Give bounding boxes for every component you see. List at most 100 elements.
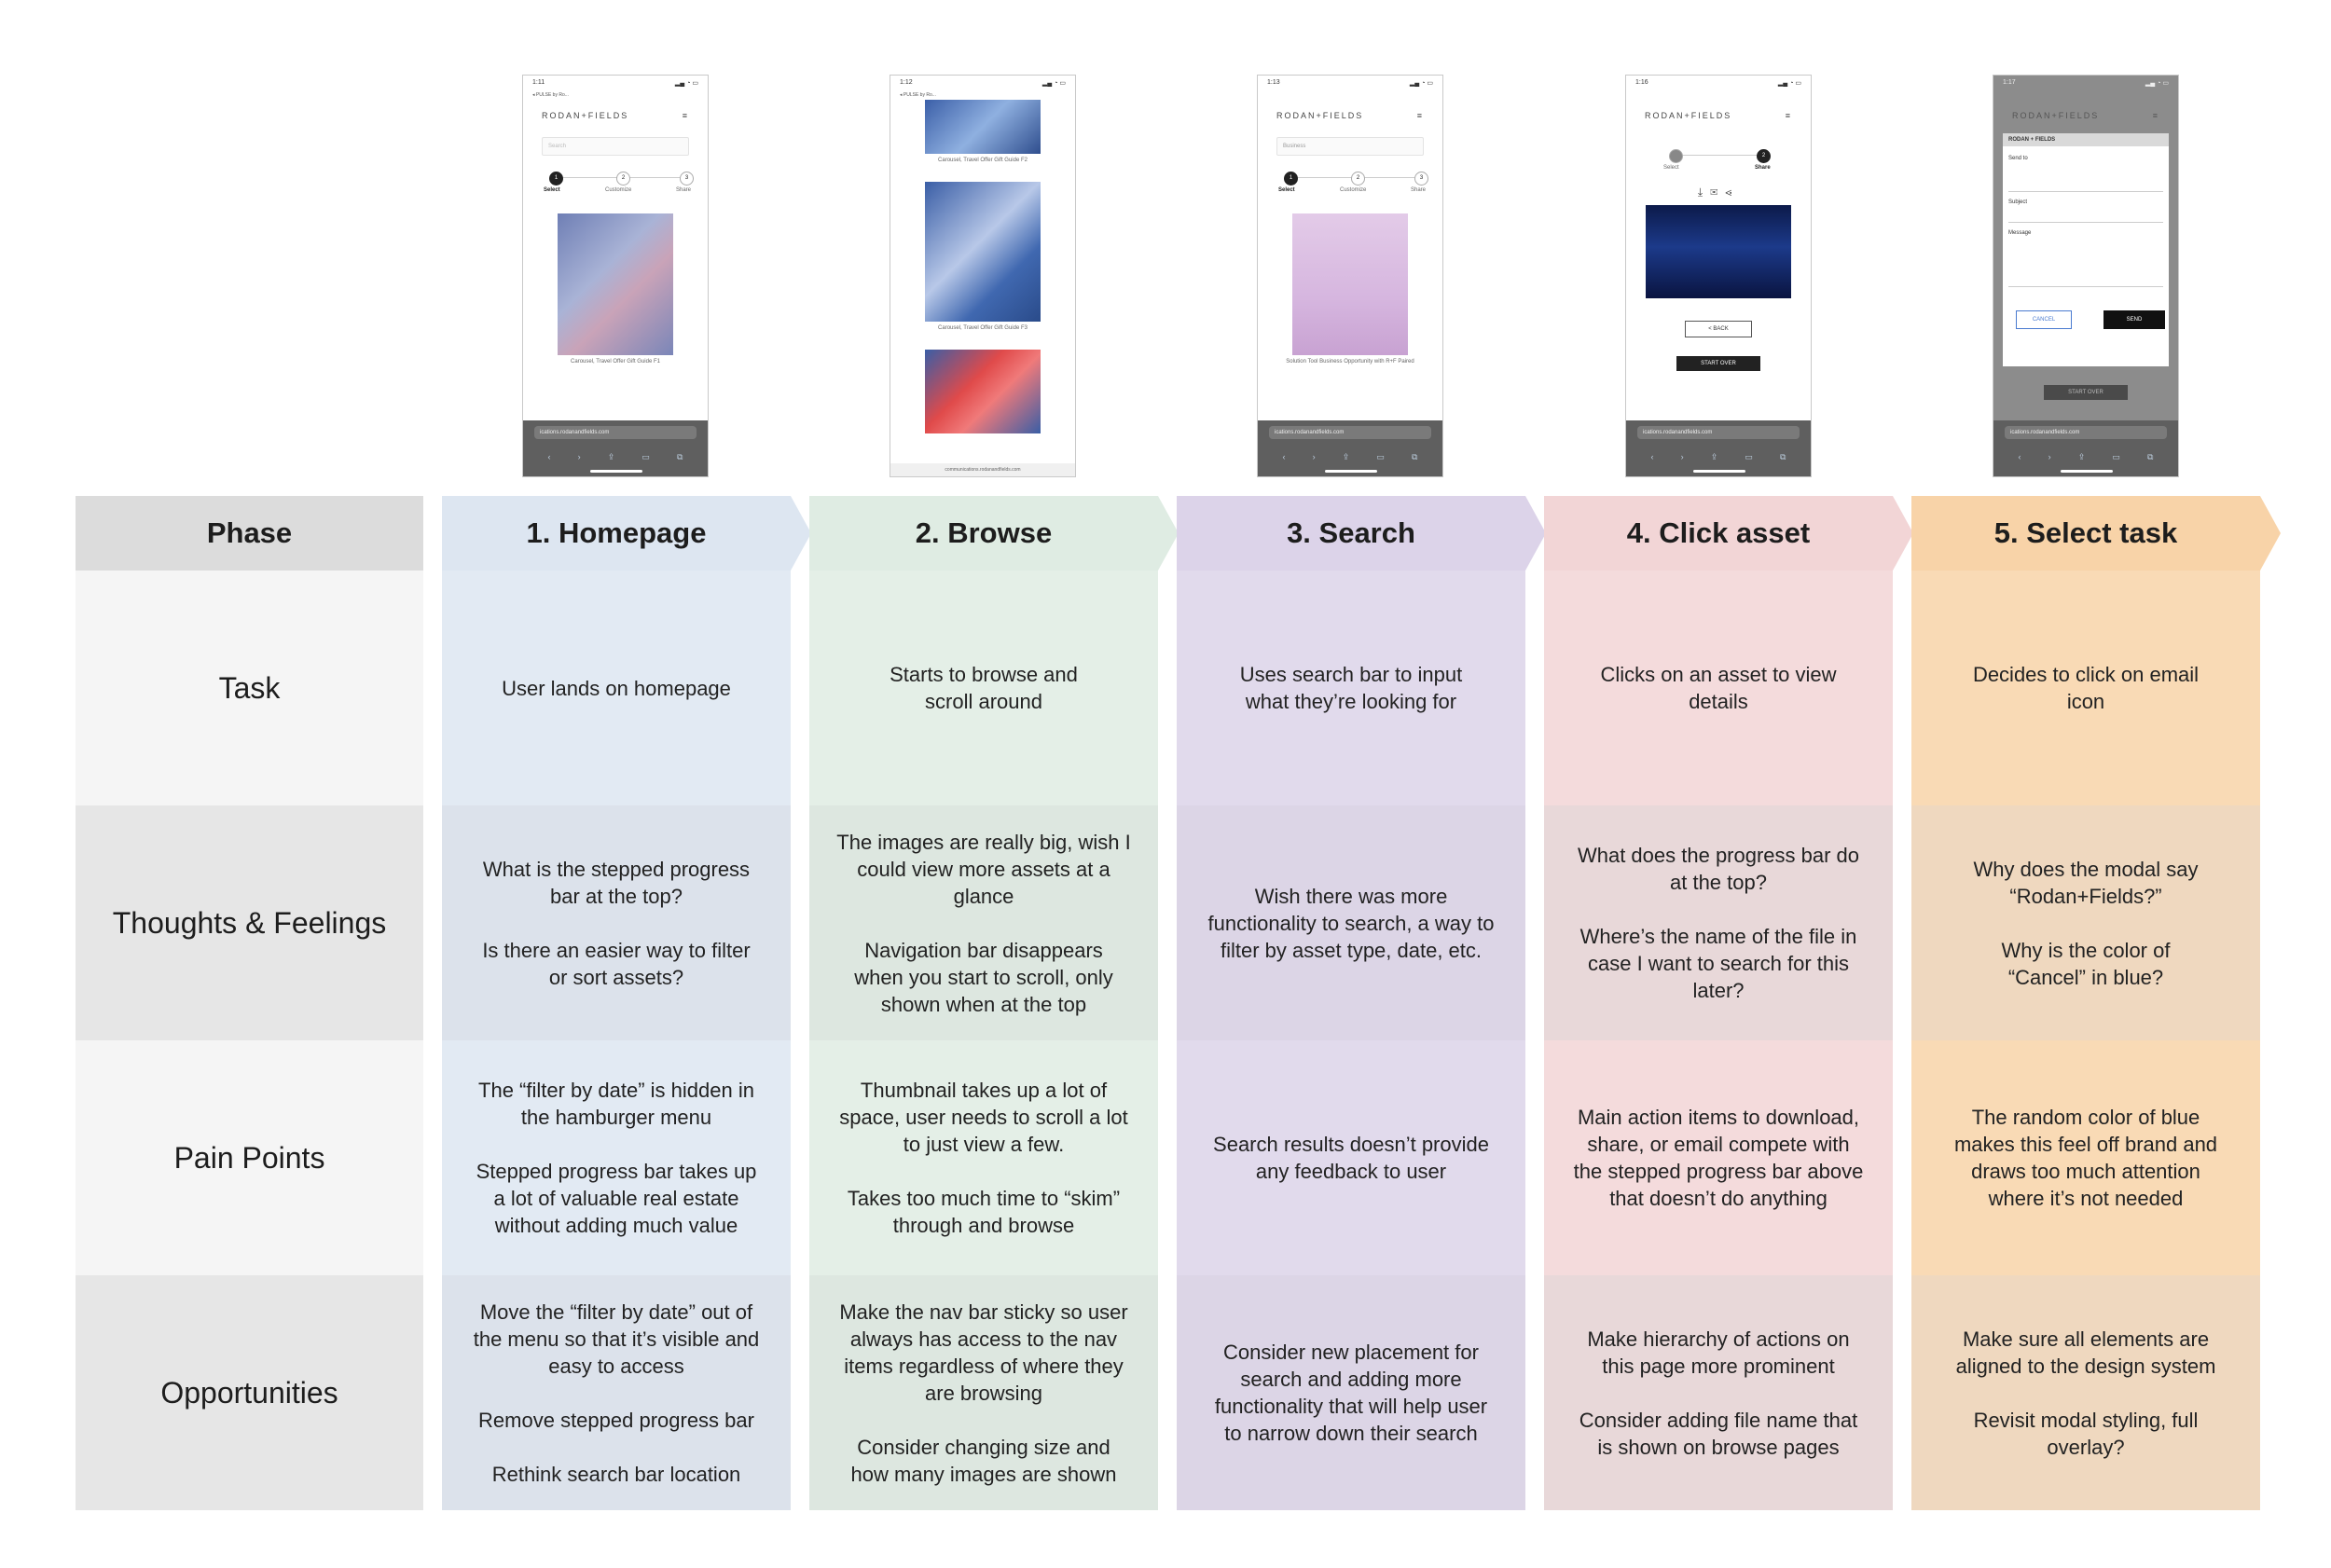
asset-thumbnail[interactable] [925,350,1041,433]
phase-row-bg [442,805,791,1040]
menu-icon[interactable]: ≡ [1416,111,1424,120]
pain-points-cell: The random color of blue makes this feel… [1953,1106,2218,1210]
thoughts-cell: What is the stepped progress bar at the … [482,857,751,989]
url-bar[interactable]: ications.rodanandfields.com [534,426,697,439]
start-over-button[interactable]: START OVER [2044,385,2128,400]
status-icons: ▂▄ ◔ ▭ [1409,80,1433,87]
pain-points-cell: The “filter by date” is hidden in the ha… [476,1079,757,1237]
url-bar[interactable]: ications.rodanandfields.com [2005,426,2167,439]
phase-row-bg [1177,805,1525,1040]
browser-icons: ‹›⇪▭⧉ [2018,452,2154,461]
row-label-thoughts: Thoughts & Feelings [112,905,387,940]
email-icon: ✉ [1710,186,1726,199]
step-label: Select [1278,187,1295,193]
label-row-bg [76,805,423,1040]
browser-icons: ‹›⇪▭⧉ [547,452,683,461]
phase-title: 4. Click asset [1626,516,1811,549]
screenshot-homepage: 1:11▂▄ ◔ ▭ ◂ PULSE by Ro... RODAN+FIELDS… [522,75,709,477]
opportunities-cell: Make sure all elements are aligned to th… [1955,1327,2216,1459]
step-dot: 3 [680,172,694,186]
phase-row-bg [809,571,1158,805]
opportunities-cell: Make hierarchy of actions on this page m… [1579,1327,1858,1459]
phase-row-bg [1911,571,2260,805]
phase-row-bg [1544,1275,1893,1510]
step-label: Customize [605,187,632,193]
status-time: 1:16 [1635,79,1648,86]
step-dot: 1 [549,172,563,186]
menu-icon[interactable]: ≡ [682,111,689,120]
phase-row-bg [1911,1275,2260,1510]
row-label-pain-points: Pain Points [173,1140,325,1175]
screenshot-select-task: 1:17▂▄ ◔ ▭ RODAN+FIELDS≡ RODAN + FIELDS … [1993,75,2179,477]
start-over-button[interactable]: START OVER [1676,356,1760,371]
opportunities-cell: Move the “filter by date” out of the men… [473,1300,760,1486]
brand-logo: RODAN+FIELDS [2012,111,2100,120]
step-label: Select [544,187,560,193]
pain-points-cell: Thumbnail takes up a lot of space, user … [839,1079,1128,1237]
phase-row-bg [442,1275,791,1510]
row-label-opportunities: Opportunities [160,1375,338,1410]
url-bar[interactable]: ications.rodanandfields.com [1269,426,1431,439]
home-indicator [1693,470,1745,473]
asset-caption: Solution Tool Business Opportunity with … [1286,359,1414,364]
step-label: Customize [1340,187,1367,193]
message-field[interactable]: Message [2008,230,2163,287]
label-row-bg [76,571,423,805]
send-to-field[interactable]: Send to [2008,156,2163,192]
thoughts-cell: Why does the modal say “Rodan+Fields?” W… [1973,857,2199,989]
status-time: 1:12 [900,79,913,86]
thoughts-cell: What does the progress bar do at the top… [1577,844,1860,1002]
phase-header-click-asset [1544,496,1913,571]
browser-icons: ‹›⇪▭⧉ [1282,452,1418,461]
home-indicator [590,470,642,473]
brand-logo: RODAN+FIELDS [1276,111,1364,120]
share-icon: ⋖ [1725,186,1740,199]
asset-caption: Carousel, Travel Offer Gift Guide F2 [938,158,1028,163]
search-input[interactable]: Business [1276,137,1424,156]
pain-points-cell: Main action items to download, share, or… [1573,1106,1864,1210]
task-cell: User lands on homepage [502,676,731,700]
task-cell: Starts to browse and scroll around [890,663,1078,713]
phase-row-bg [809,1040,1158,1275]
step-dot: 1 [1284,172,1298,186]
step-dot [1669,149,1683,163]
phase-row-bg [442,1040,791,1275]
opportunities-cell: Consider new placement for search and ad… [1214,1341,1488,1445]
phase-title: 5. Select task [1993,516,2178,549]
label-row-bg [76,1040,423,1275]
send-button[interactable]: SEND [2103,310,2165,329]
phase-row-bg [1544,1040,1893,1275]
status-time: 1:11 [532,79,545,86]
asset-caption: Carousel, Travel Offer Gift Guide F1 [571,359,660,364]
menu-icon[interactable]: ≡ [2152,111,2159,120]
modal-title: RODAN + FIELDS [2003,133,2169,146]
step-dot: 3 [1414,172,1428,186]
back-button[interactable]: < BACK [1685,321,1752,337]
asset-thumbnail[interactable] [1646,205,1791,298]
thoughts-cell: Wish there was more functionality to sea… [1207,884,1495,962]
asset-thumbnail[interactable] [925,100,1041,154]
phase-header-search [1177,496,1546,571]
search-input[interactable]: Search [542,137,689,156]
task-cell: Clicks on an asset to view details [1600,663,1837,713]
url-bar[interactable]: ications.rodanandfields.com [1637,426,1800,439]
asset-thumbnail[interactable] [558,213,673,355]
status-time: 1:13 [1267,79,1280,86]
status-icons: ▂▄ ◔ ▭ [1777,80,1801,87]
label-row-bg [76,1275,423,1510]
phase-row-bg [1177,1275,1525,1510]
menu-icon[interactable]: ≡ [1785,111,1792,120]
browser-icons: ‹›⇪▭⧉ [1650,452,1786,461]
asset-thumbnail[interactable] [1292,213,1408,355]
phase-row-bg [442,571,791,805]
url-bar[interactable]: communications.rodanandfields.com [890,463,1075,476]
action-icons[interactable]: ⤓✉⋖ [1626,186,1811,199]
phase-row-bg [1177,571,1525,805]
asset-thumbnail[interactable] [925,182,1041,322]
screenshot-browse: 1:12▂▄ ◔ ▭ ◂ PULSE by Ro... Carousel, Tr… [890,75,1076,477]
cancel-button[interactable]: CANCEL [2016,310,2072,329]
opportunities-cell: Make the nav bar sticky so user always h… [839,1300,1128,1486]
step-dot: 2 [616,172,630,186]
subject-field[interactable]: Subject [2008,199,2163,223]
status-icons: ▂▄ ◔ ▭ [2145,80,2169,87]
